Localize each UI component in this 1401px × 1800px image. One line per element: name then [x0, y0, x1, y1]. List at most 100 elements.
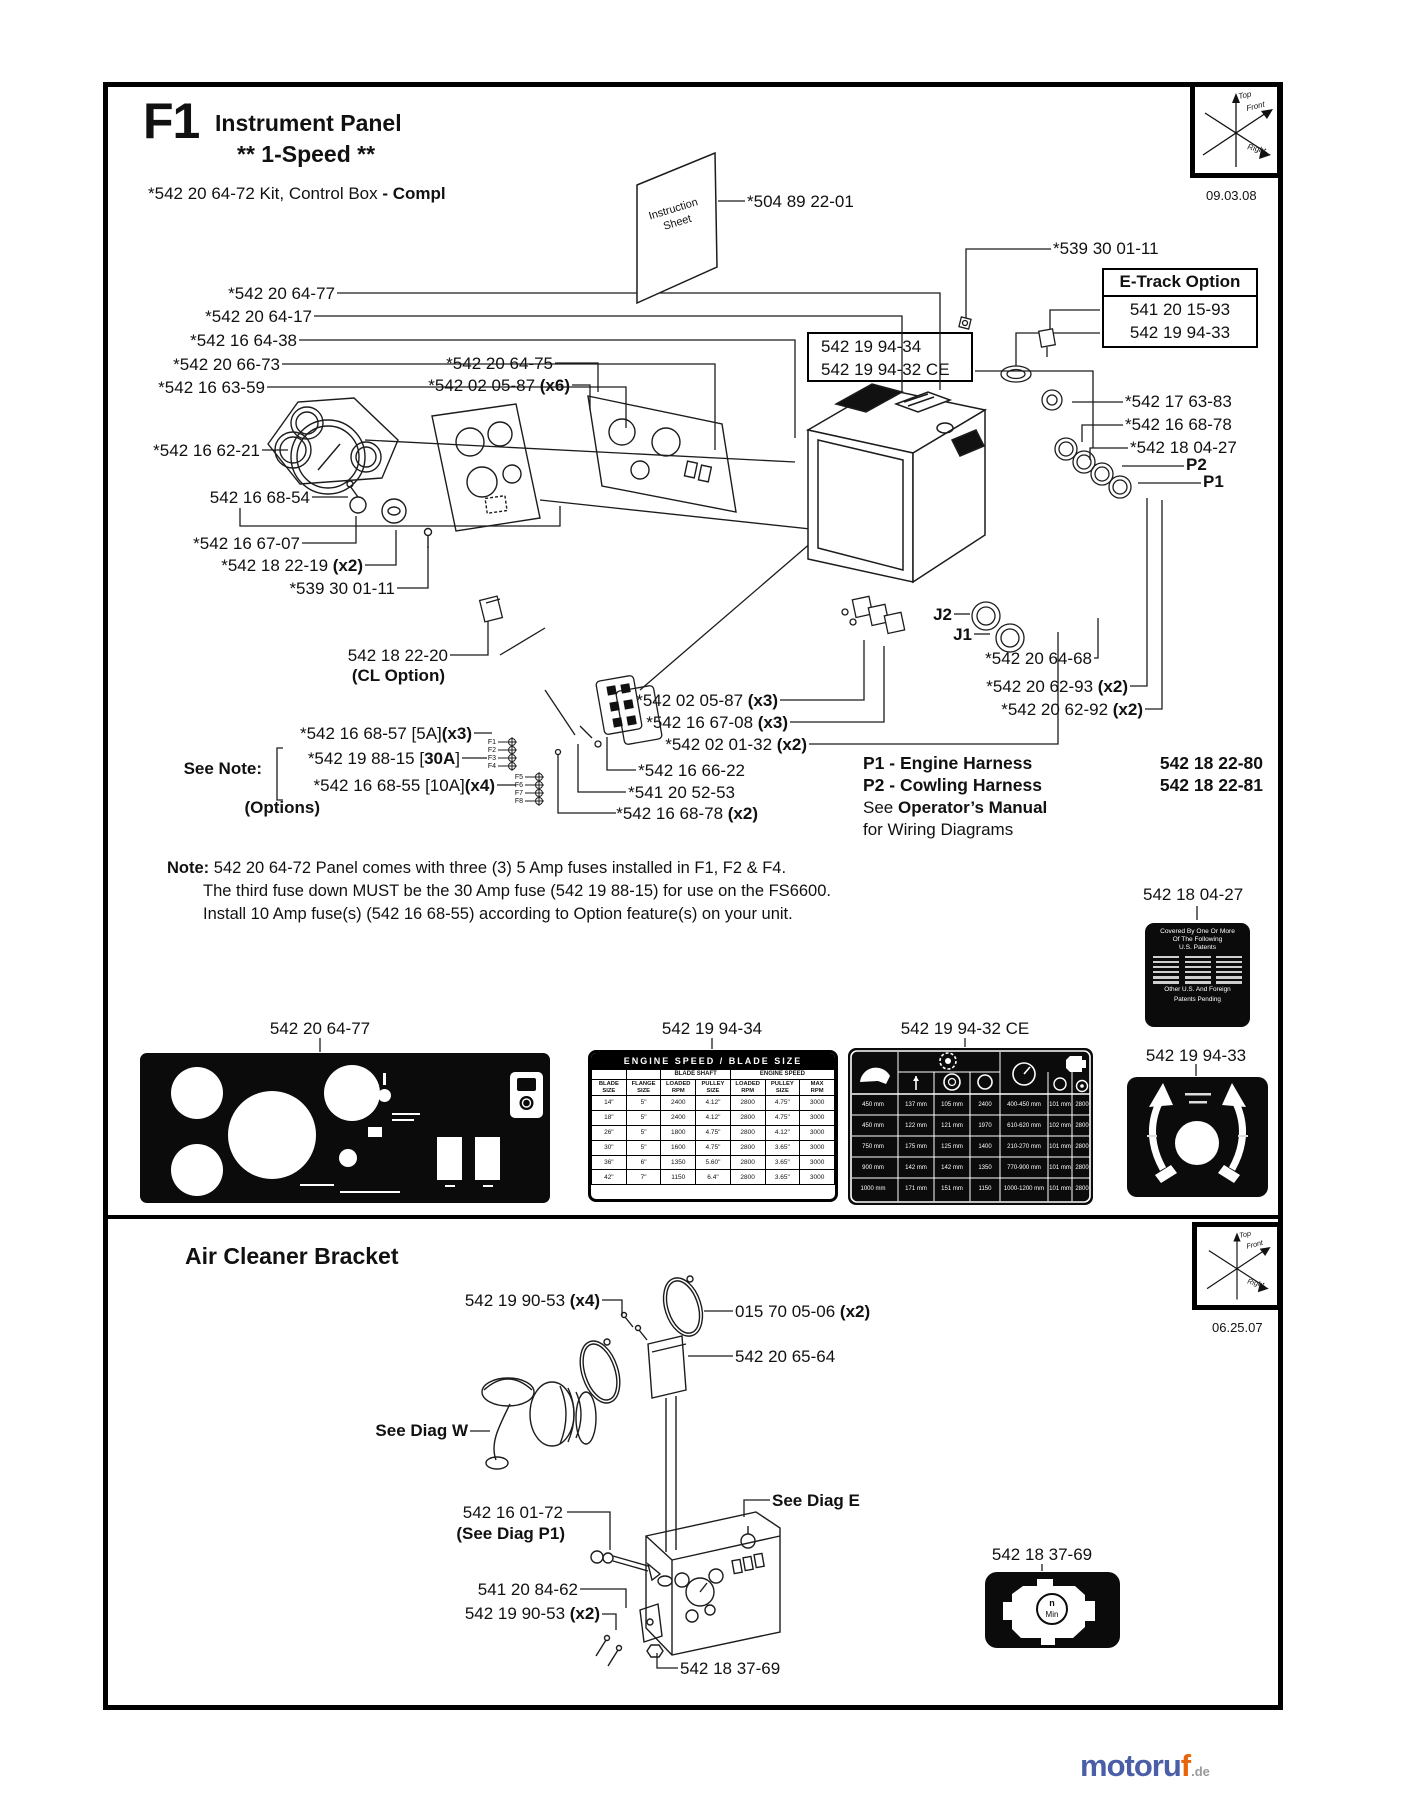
etrack-option-box: E-Track Option 541 20 15-93 542 19 94-33 [1102, 268, 1258, 348]
right-arrow-icon [1228, 1097, 1246, 1171]
ce-table-cell: 2400 [978, 1102, 992, 1108]
part-label: 542 20 64-77 [269, 1019, 371, 1038]
left-arrow-icon [1149, 1097, 1167, 1171]
part-label: *542 16 68-78 [1125, 415, 1232, 434]
fuse-position-tag: F3 [487, 755, 496, 762]
part-label: See Diag W [375, 1421, 468, 1440]
orientation-axes-icon: Top Front Right [1202, 89, 1273, 167]
ce-table-cell: 770-900 mm [1007, 1165, 1041, 1171]
svg-text:Top: Top [1238, 89, 1253, 101]
part-label: *542 16 63-59 [158, 378, 265, 397]
etrack-title: E-Track Option [1104, 270, 1256, 297]
fuse-position-tag: F4 [487, 763, 496, 770]
ce-table-cell: 102 mm [1049, 1123, 1071, 1129]
wiring-note: for Wiring Diagrams [863, 819, 1014, 839]
ce-table-cell: 142 mm [941, 1165, 963, 1171]
part-label: *542 02 01-32 (x2) [665, 735, 807, 754]
ce-table-cell: 750 mm [862, 1144, 884, 1150]
part-label: 542 19 90-53 (x2) [464, 1604, 600, 1623]
revision-date-bottom: 06.25.07 [1212, 1320, 1263, 1335]
watermark-logo: motoruf.de [1080, 1748, 1210, 1783]
part-label: 541 20 84-62 [477, 1580, 578, 1599]
harness-p1-label: P1 - Engine Harness [863, 753, 1033, 773]
part-label: 542 18 37-69 [680, 1659, 781, 1678]
ce-table-cell: 151 mm [941, 1186, 963, 1192]
ce-table-cell: 1400 [978, 1144, 992, 1150]
part-label: *542 17 63-83 [1125, 392, 1232, 411]
part-label: J2 [933, 605, 952, 624]
harness-p2-label: P2 - Cowling Harness [863, 774, 1042, 795]
part-label: *539 30 01-11 [289, 579, 395, 598]
revision-date-top: 09.03.08 [1206, 188, 1257, 203]
section2-title: Air Cleaner Bracket [185, 1243, 399, 1269]
part-label: *542 02 05-87 (x3) [636, 691, 778, 710]
section-divider [103, 1215, 1283, 1219]
logo-text: motoru [1080, 1748, 1182, 1783]
tachometer-icon [1012, 1062, 1036, 1086]
fuse-position-tag: F5 [514, 774, 523, 781]
fuse-position-tag: F1 [487, 739, 496, 746]
part-label: *542 18 22-19 (x2) [221, 556, 363, 575]
part-label: *542 20 66-73 [173, 355, 280, 374]
part-label: 542 16 01-72 [462, 1503, 563, 1522]
part-label: *542 16 68-78 (x2) [616, 804, 758, 823]
part-label: *542 16 67-07 [193, 534, 300, 553]
gear-icon [939, 1052, 957, 1070]
svg-text:n: n [1049, 1598, 1055, 1608]
part-label: 542 19 90-53 (x4) [464, 1291, 600, 1310]
part-label: P2 [1186, 455, 1207, 474]
harness-p2-part: 542 18 22-81 [1159, 774, 1263, 795]
part-label: (See Diag P1) [456, 1524, 565, 1543]
fuse-position-tag: F6 [514, 782, 523, 789]
part-label: P1 [1203, 472, 1224, 491]
ce-table-cell: 1000 mm [860, 1186, 886, 1192]
ce-table-cell: 1000-1200 mm [1003, 1186, 1045, 1192]
svg-text:Min: Min [1046, 1610, 1059, 1619]
part-label: *542 16 64-38 [190, 331, 297, 350]
part-label: 542 19 94-34 [661, 1019, 763, 1038]
ce-table-cell: 2800 [1075, 1123, 1089, 1129]
engine-speed-decal: n Min [985, 1572, 1120, 1648]
ce-table-cell: 1970 [978, 1123, 992, 1129]
part-label: See Diag E [772, 1491, 860, 1510]
part-label: *542 20 62-93 (x2) [986, 677, 1128, 696]
ce-table-cell: 142 mm [905, 1165, 927, 1171]
ce-table-cell: 122 mm [905, 1123, 927, 1129]
ce-table-cell: 450 mm [862, 1123, 884, 1129]
part-label: (Options) [244, 798, 320, 817]
svg-text:Right: Right [1246, 1276, 1266, 1289]
decal-ref-box: 542 19 94-34 542 19 94-32 CE [807, 332, 973, 382]
page-subtitle: ** 1-Speed ** [237, 141, 376, 167]
ce-table-cell: 101 mm [1049, 1186, 1071, 1192]
svg-text:Front: Front [1245, 1238, 1265, 1251]
lever-icon [1155, 1165, 1177, 1183]
ce-table-cell: 105 mm [941, 1102, 963, 1108]
ce-table-cell: 450 mm [862, 1102, 884, 1108]
orientation-axes-icon: Top Front Right [1206, 1229, 1271, 1300]
speed-table-title: ENGINE SPEED / BLADE SIZE [591, 1053, 835, 1069]
patent-decal: Covered By One Or More Of The Following … [1145, 923, 1250, 1027]
ce-table-cell: 171 mm [905, 1186, 927, 1192]
lever-icon [1218, 1165, 1240, 1183]
part-label: 542 18 04-27 [1143, 885, 1244, 904]
part-label: *542 19 88-15 [30A] [307, 749, 460, 768]
svg-text:Top: Top [1238, 1229, 1251, 1240]
part-label: *542 20 64-77 [228, 284, 335, 303]
part-label: 542 16 68-54 [209, 488, 310, 507]
rotation-arrows-decal [1127, 1077, 1268, 1197]
ce-table-cell: 2800 [1075, 1165, 1089, 1171]
part-label: 542 20 65-64 [735, 1347, 836, 1366]
part-label: *542 20 64-75 [446, 354, 553, 373]
ce-table-cell: 400-450 mm [1007, 1102, 1041, 1108]
decal-ref-part: 542 19 94-34 [821, 337, 922, 356]
part-label: (CL Option) [351, 666, 445, 685]
part-label: 542 18 22-20 [347, 646, 448, 665]
harness-p1-part: 542 18 22-80 [1159, 753, 1263, 773]
part-label: *542 02 05-87 (x6) [428, 376, 570, 395]
ce-table-cell: 175 mm [905, 1144, 927, 1150]
